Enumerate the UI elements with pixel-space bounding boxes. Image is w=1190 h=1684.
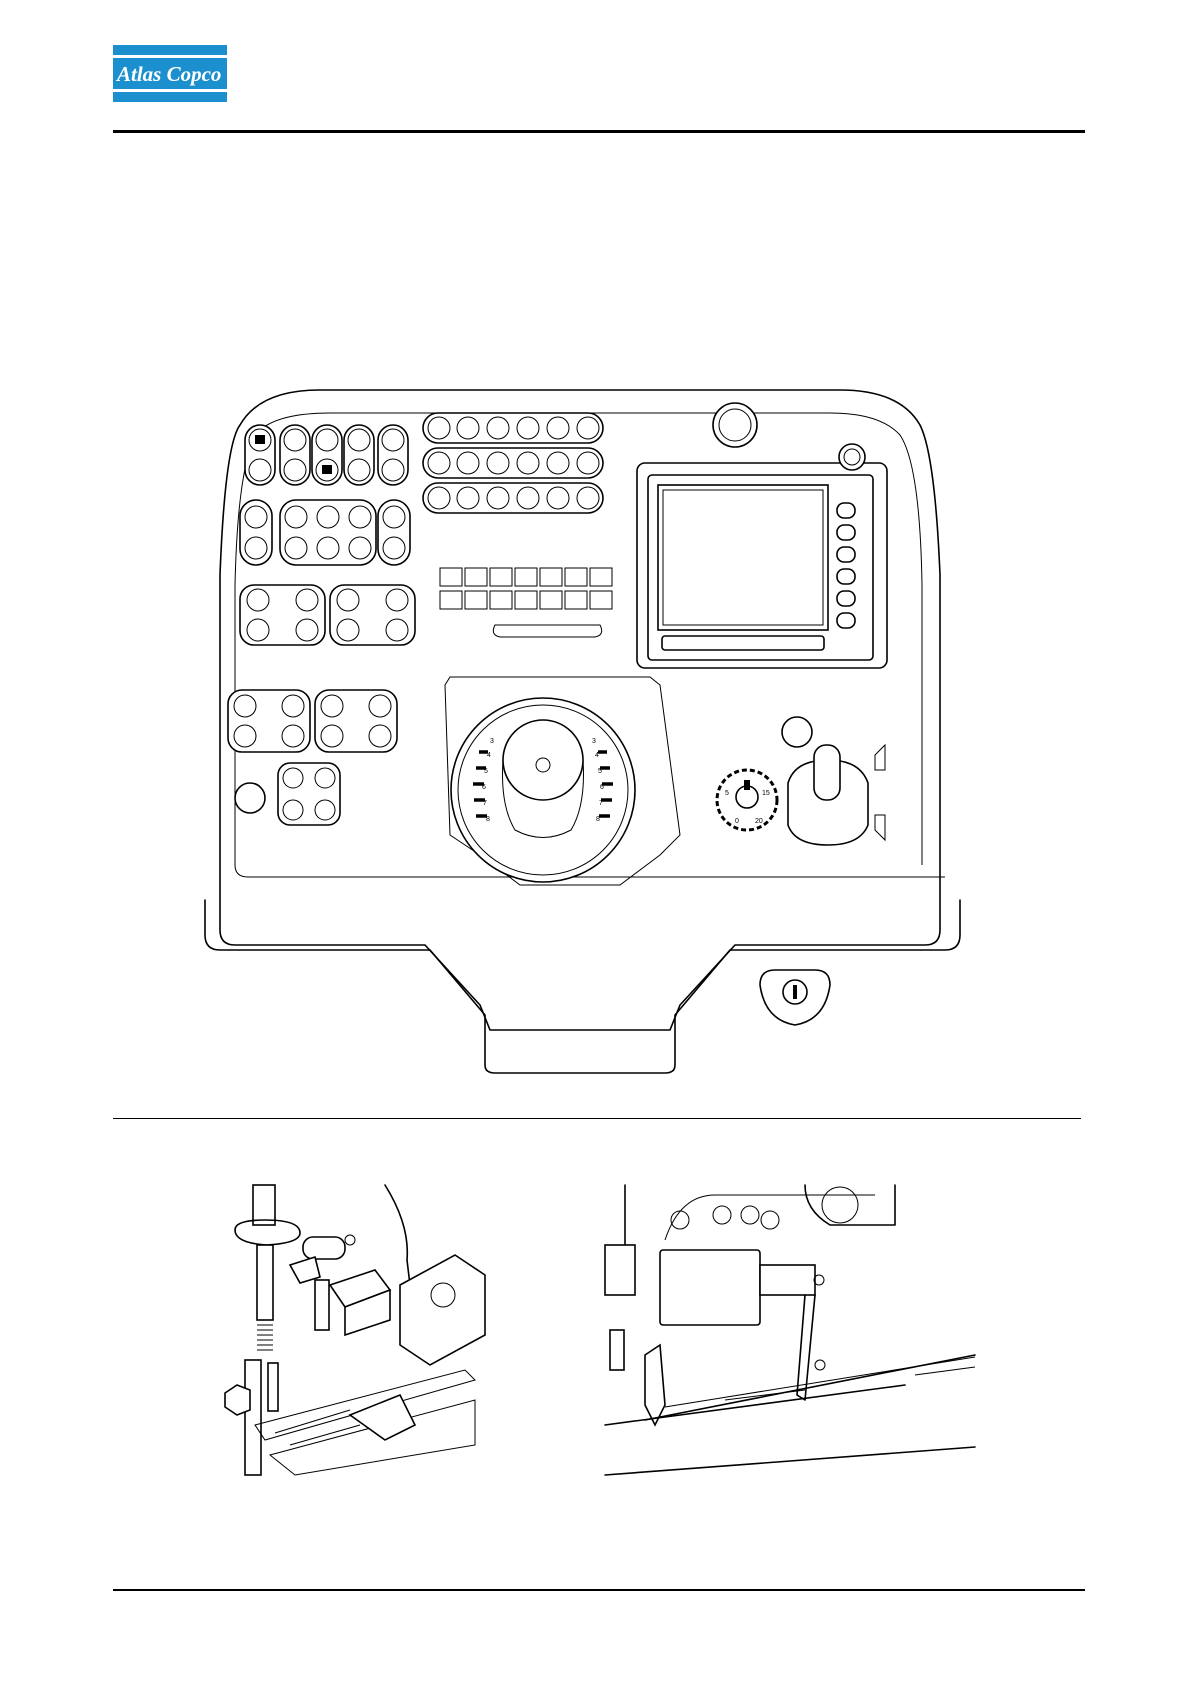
scale-left-8: 8 bbox=[486, 816, 490, 823]
scale-left-4: 4 bbox=[487, 752, 491, 759]
center-switches bbox=[423, 413, 603, 513]
dial-label-0: 0 bbox=[735, 818, 739, 825]
section-divider bbox=[113, 1118, 1081, 1119]
scale-right-7: 7 bbox=[599, 800, 603, 807]
warning-lamps bbox=[440, 568, 612, 637]
scale-left-6: 6 bbox=[482, 784, 486, 791]
scale-left-5: 5 bbox=[484, 768, 488, 775]
scale-right-5: 5 bbox=[598, 768, 602, 775]
screed-sensor-mechanism-illustration bbox=[175, 1185, 520, 1485]
scale-right-4: 4 bbox=[595, 752, 599, 759]
dial-label-5: 5 bbox=[725, 790, 729, 797]
middle-left-switches bbox=[240, 500, 410, 565]
bracket-assembly-illustration bbox=[605, 1185, 985, 1485]
atlas-copco-logo: Atlas Copco bbox=[113, 45, 227, 102]
svg-text:Atlas Copco: Atlas Copco bbox=[115, 62, 221, 86]
footer-rule bbox=[113, 1589, 1085, 1591]
auger-switches bbox=[240, 585, 415, 645]
scale-left-7: 7 bbox=[483, 800, 487, 807]
horn-and-mode-switches bbox=[235, 763, 340, 825]
operator-control-panel-illustration: 3 4 5 6 7 8 3 4 5 6 7 8 5 15 0 20 bbox=[200, 385, 980, 1075]
scale-right-8: 8 bbox=[596, 816, 600, 823]
dial-label-20: 20 bbox=[755, 818, 763, 825]
upper-left-switches bbox=[245, 425, 408, 485]
scale-right-6: 6 bbox=[600, 784, 604, 791]
dial-label-15: 15 bbox=[762, 790, 770, 797]
header-rule bbox=[113, 130, 1085, 133]
scale-right-3: 3 bbox=[592, 738, 596, 745]
screed-arrow-switches bbox=[228, 690, 397, 752]
scale-left-3: 3 bbox=[490, 738, 494, 745]
